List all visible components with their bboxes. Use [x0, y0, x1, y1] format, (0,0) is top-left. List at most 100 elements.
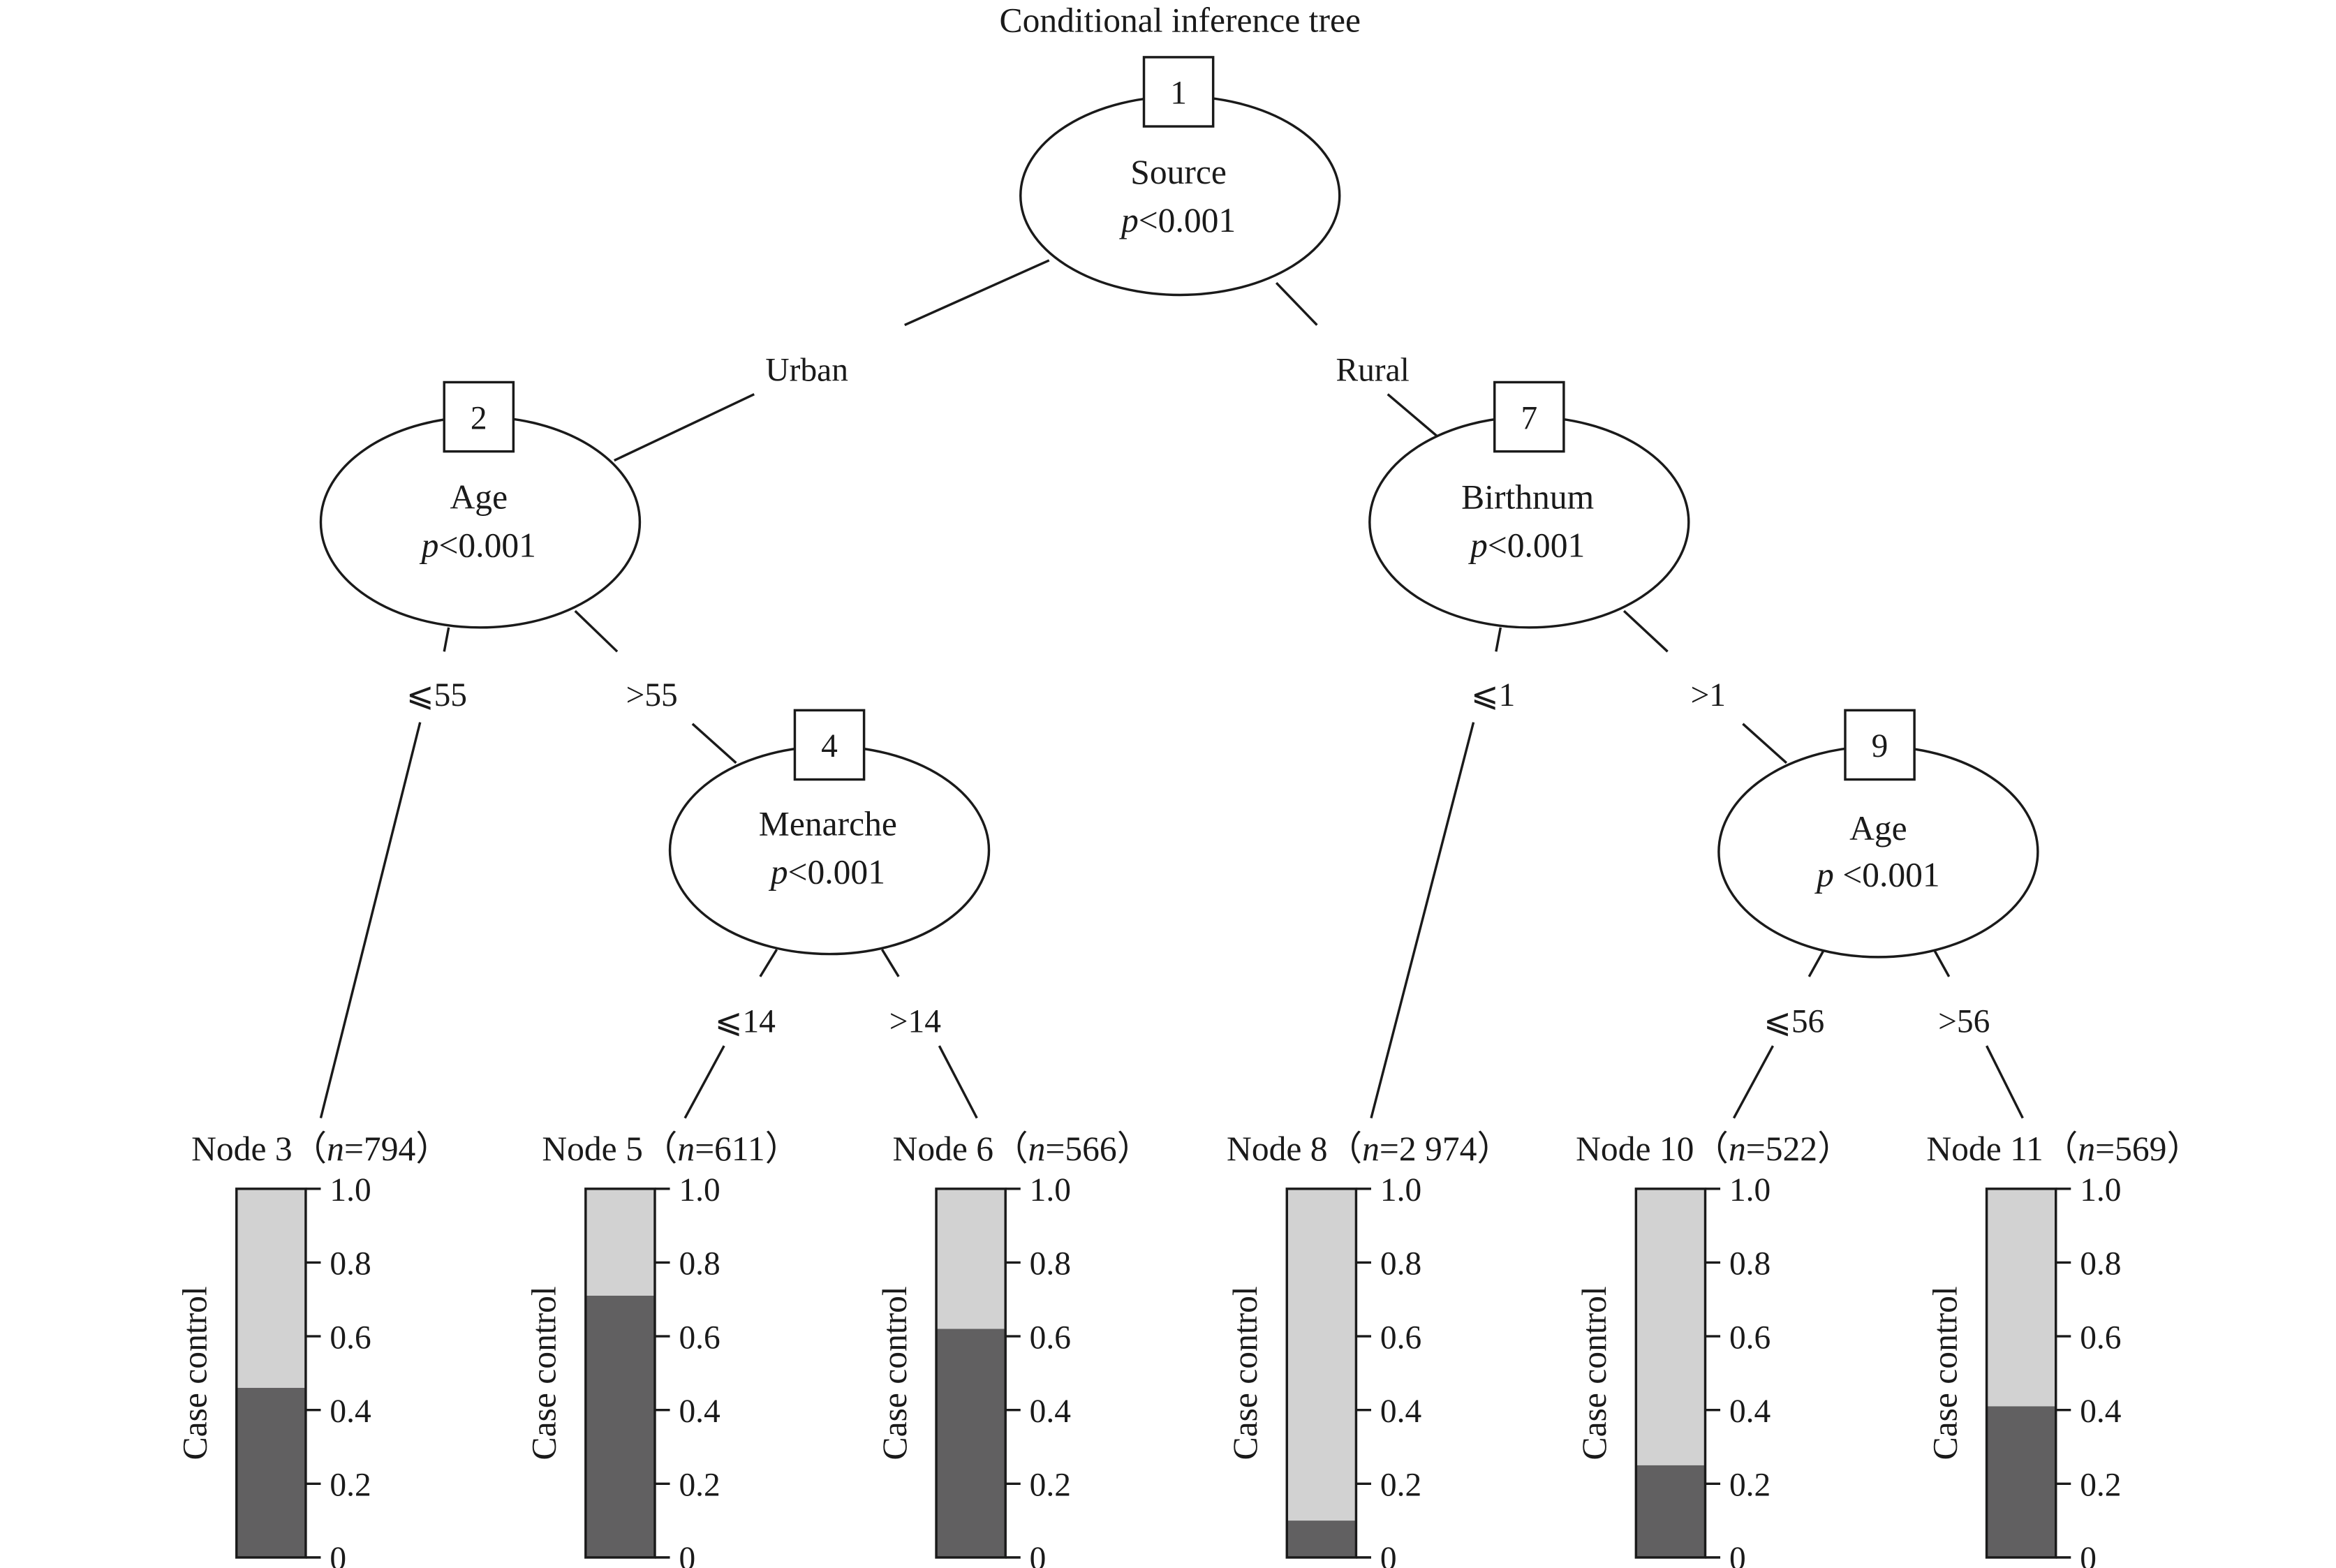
inner-node-9: 9 Age p <0.001: [1717, 709, 2039, 959]
y-tick-label: 0.8: [1380, 1246, 1421, 1282]
terminal-header-node-5: Node 5（n=611）: [542, 1130, 799, 1168]
y-tick-label: 1.0: [679, 1172, 720, 1208]
bar-segment-case-node-10: [1636, 1465, 1706, 1558]
chart-title: Conditional inference tree: [1000, 1, 1361, 39]
y-tick-label: 0.4: [330, 1393, 371, 1430]
terminal-header-node-11: Node 11（n=569）: [1926, 1130, 2201, 1168]
terminal-header-node-3: Node 3（n=794）: [191, 1130, 450, 1168]
bar-frame-node-10: [1634, 1188, 1707, 1559]
y-tick-label: 0: [1030, 1541, 1047, 1568]
y-tick-label: 1.0: [1729, 1172, 1771, 1208]
edge-label-gt14: >14: [889, 1004, 941, 1040]
y-tick-label: 0: [1380, 1541, 1397, 1568]
terminal-header-node-10: Node 10（n=522）: [1576, 1130, 1852, 1168]
edge-le1-8: [1370, 722, 1475, 1118]
node-p-value: p<0.001: [1119, 201, 1236, 239]
inner-node-2: 2 Age p<0.001: [319, 380, 642, 629]
y-tick-label: 0.6: [2080, 1319, 2121, 1356]
bar-segment-control-node-8: [1287, 1188, 1356, 1521]
edge-gt14-6: [938, 1045, 978, 1119]
edge-2-le55: [443, 627, 450, 652]
edge-7-gt1: [1622, 609, 1669, 653]
bar-segment-control-node-3: [236, 1188, 306, 1388]
terminal-header-node-6: Node 6（n=566）: [893, 1130, 1152, 1168]
bar-frame-node-6: [935, 1188, 1007, 1559]
y-tick-label: 0: [1729, 1541, 1746, 1568]
edge-label-gt1: >1: [1691, 677, 1726, 713]
bar-segment-case-node-3: [236, 1387, 306, 1558]
node-p-value: p<0.001: [769, 852, 885, 891]
y-tick-label: 1.0: [1380, 1172, 1421, 1208]
y-tick-label: 0: [330, 1541, 346, 1568]
node-variable: Age: [450, 478, 508, 517]
y-tick-label: 0.8: [330, 1246, 371, 1282]
y-tick-label: 1.0: [1030, 1172, 1071, 1208]
y-axis-label: Case control: [176, 1286, 214, 1460]
node-id-box: [1493, 380, 1565, 453]
y-axis-label: Case control: [1226, 1286, 1264, 1460]
edge-9-le56: [1808, 949, 1826, 977]
node-id: 9: [1872, 728, 1888, 764]
bar-segment-control-node-6: [936, 1188, 1006, 1329]
y-tick-label: 0: [2080, 1541, 2097, 1568]
y-tick-label: 0.6: [1380, 1319, 1421, 1356]
terminal-headers: Node 3（n=794） Node 5（n=611） Node 6（n=566…: [191, 1130, 2201, 1168]
y-tick-label: 0.2: [2080, 1467, 2121, 1504]
bar-segment-case-node-11: [1986, 1406, 2056, 1558]
edge-urban-2: [614, 393, 755, 462]
y-tick-label: 1.0: [330, 1172, 371, 1208]
y-tick-label: 0: [679, 1541, 695, 1568]
edge-gt1-9: [1742, 723, 1788, 764]
inner-node-1: 1 Source p<0.001: [1019, 56, 1341, 297]
node-id: 7: [1521, 400, 1537, 436]
bar-segment-control-node-10: [1636, 1188, 1706, 1465]
edge-gt55-4: [691, 723, 737, 764]
edge-label-rural: Rural: [1336, 352, 1409, 388]
bar-frame-node-5: [584, 1188, 656, 1559]
y-tick-label: 0.2: [330, 1467, 371, 1504]
y-tick-label: 0.8: [1030, 1246, 1071, 1282]
edge-le55-3: [319, 722, 422, 1118]
y-tick-label: 0.6: [1030, 1319, 1071, 1356]
y-axis-label: Case control: [1575, 1286, 1613, 1460]
node-variable: Menarche: [759, 804, 897, 843]
edge-label-gt56: >56: [1938, 1004, 1990, 1040]
edge-4-le14: [759, 949, 778, 977]
bar-segment-case-node-5: [585, 1295, 655, 1558]
y-tick-label: 0.4: [679, 1393, 720, 1430]
y-tick-label: 0.8: [1729, 1246, 1771, 1282]
y-axis-label: Case control: [1925, 1286, 1964, 1460]
edge-le14-5: [683, 1045, 725, 1119]
y-tick-label: 0.2: [1030, 1467, 1071, 1504]
y-tick-label: 0.4: [1030, 1393, 1071, 1430]
node-id-box: [793, 709, 866, 781]
edge-label-le56: ⩽56: [1764, 1004, 1824, 1040]
edge-1-urban: [904, 259, 1050, 327]
edge-9-gt56: [1932, 949, 1951, 977]
edge-7-le1: [1495, 627, 1502, 652]
bar-segment-control-node-11: [1986, 1188, 2056, 1407]
edge-gt56-11: [1986, 1045, 2024, 1119]
y-tick-label: 0.8: [679, 1246, 720, 1282]
y-axis-label: Case control: [525, 1286, 563, 1460]
terminal-bar-panels: 1.0 0.8 0.6 0.4 0.2 0 Case control 1.0 0.8 0.6 0.4…: [176, 1172, 2122, 1568]
y-tick-label: 1.0: [2080, 1172, 2121, 1208]
edge-le56-10: [1732, 1045, 1775, 1119]
node-id-box: [443, 380, 515, 453]
node-p-value: p<0.001: [420, 526, 536, 565]
node-id: 1: [1170, 75, 1187, 112]
edge-rural-7: [1387, 393, 1438, 438]
node-id: 2: [471, 400, 487, 436]
edge-label-le14: ⩽14: [715, 1004, 776, 1040]
bar-segment-control-node-5: [585, 1188, 655, 1296]
edge-2-gt55: [574, 609, 619, 653]
node-variable: Source: [1130, 153, 1227, 191]
node-p-value: p<0.001: [1468, 526, 1585, 565]
bar-segment-case-node-6: [936, 1329, 1006, 1558]
